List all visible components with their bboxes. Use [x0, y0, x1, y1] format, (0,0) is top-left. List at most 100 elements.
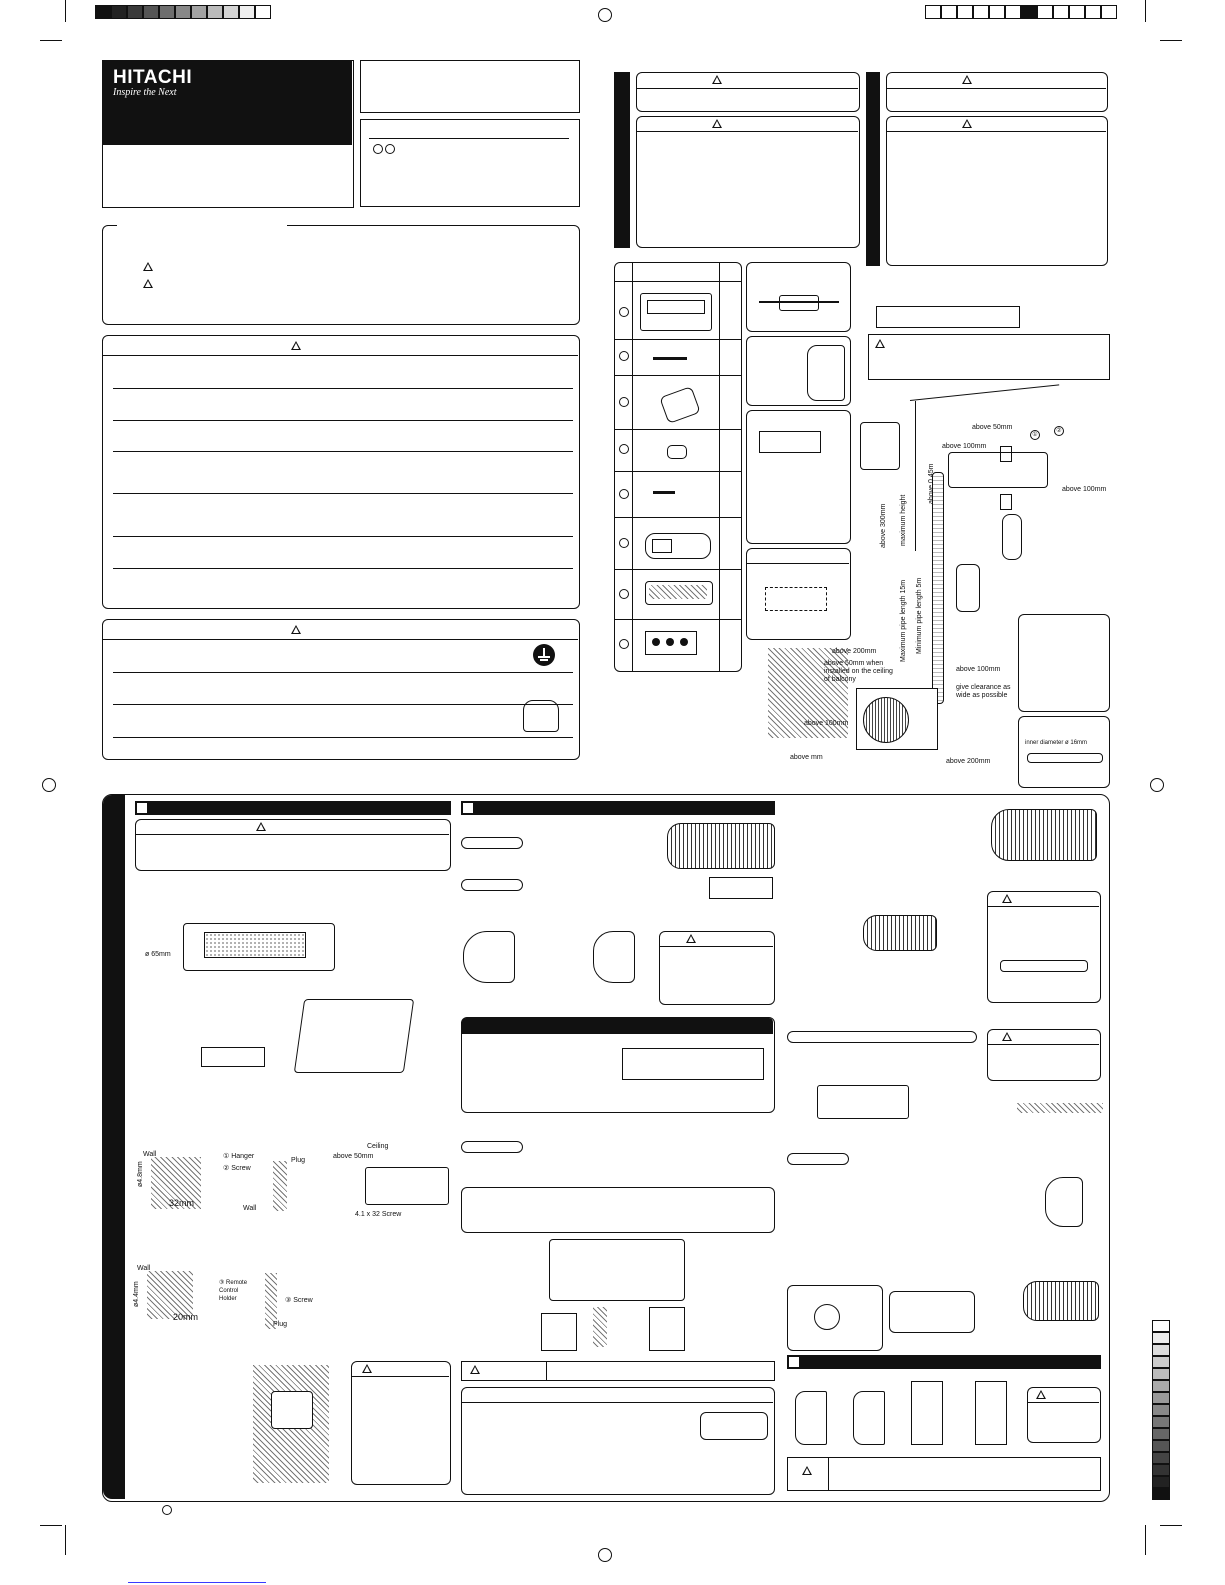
- mounting-plate-drawing: [183, 923, 335, 971]
- wall-section: [147, 1271, 193, 1319]
- rule: [103, 355, 578, 356]
- color-swatch: [973, 5, 989, 19]
- step-label: [461, 837, 523, 849]
- precautions-panel: [102, 225, 580, 325]
- col3-warning-strip: [787, 1457, 1101, 1491]
- caution-icon: [1002, 894, 1012, 905]
- rule: [113, 568, 573, 569]
- parts-table: [614, 262, 742, 672]
- col3-detail-box: [787, 1285, 883, 1351]
- color-swatch: [941, 5, 957, 19]
- rule: [462, 1402, 773, 1403]
- right-note-box: [1018, 614, 1110, 712]
- unit-icon: [759, 431, 821, 453]
- rule: [887, 88, 1106, 89]
- caution-icon: [875, 339, 885, 350]
- rule: [637, 88, 858, 89]
- plate-perspective-drawing: [293, 999, 415, 1073]
- warning-icon: [143, 262, 153, 273]
- label-plug: Plug: [291, 1157, 306, 1164]
- label-inner-diameter: inner diameter ø 16mm: [1025, 740, 1088, 746]
- label-above-50-ceiling: above 50mm: [333, 1153, 374, 1160]
- label-screw: ② Screw: [223, 1165, 251, 1172]
- caution-icon: [962, 119, 972, 130]
- rule: [113, 420, 573, 421]
- battery-icon: [667, 445, 687, 459]
- rule: [113, 493, 573, 494]
- unit-side-box: [746, 336, 851, 406]
- part-number-icon: [619, 538, 629, 548]
- title-box: [876, 306, 1020, 328]
- label-plug-2: Plug: [273, 1321, 288, 1328]
- color-swatch: [1152, 1464, 1170, 1476]
- caution-icon: [686, 934, 696, 945]
- pipe-route-drawing: [975, 1381, 1007, 1445]
- coil-icon: [814, 1304, 840, 1330]
- notes-box: [360, 119, 580, 207]
- col2-warning-strip: [461, 1361, 775, 1381]
- pipe-icon: [759, 301, 839, 303]
- holder-icon: [659, 386, 701, 424]
- registration-target: [598, 1548, 612, 1562]
- refrigerant-pipe: [932, 472, 944, 704]
- color-swatch: [1069, 5, 1085, 19]
- step-label: [787, 1153, 849, 1165]
- color-swatch: [1152, 1380, 1170, 1392]
- color-swatch: [1101, 5, 1117, 19]
- row-divider: [615, 569, 741, 570]
- left-color-bar: [95, 5, 271, 19]
- label-above-200-top: above 200mm: [832, 648, 877, 655]
- part-number-icon: [619, 639, 629, 649]
- rule: [103, 639, 578, 640]
- caution-icon: [362, 1364, 372, 1375]
- part-number-icon: [619, 444, 629, 454]
- pipe-route-drawing: [911, 1381, 943, 1445]
- crop-mark: [65, 1525, 66, 1555]
- crop-mark: [1160, 1525, 1182, 1526]
- safety-box-2: [636, 116, 860, 248]
- dimension-drawing: [765, 587, 827, 611]
- label-wall-2: Wall: [243, 1205, 257, 1212]
- crop-mark: [40, 40, 62, 41]
- part-number-icon: [619, 351, 629, 361]
- rule: [887, 131, 1106, 132]
- rule: [747, 563, 849, 564]
- fan-grille-icon: [863, 697, 909, 743]
- safety-box-4: [886, 116, 1108, 266]
- ceiling-line: [909, 384, 1060, 401]
- registration-target: [1150, 778, 1164, 792]
- caution-icon: [1036, 1390, 1046, 1401]
- remote-holder-icon: [956, 564, 980, 612]
- row-divider: [615, 375, 741, 376]
- col3-caution-box-2: [987, 1029, 1101, 1081]
- label-above-100-top: above 100mm: [942, 443, 987, 450]
- warning-panel: [102, 335, 580, 609]
- rule: [1028, 1402, 1099, 1403]
- crop-mark: [1145, 1525, 1146, 1555]
- coupler-icon: [779, 295, 819, 311]
- rule: [988, 906, 1099, 907]
- color-swatch: [191, 5, 207, 19]
- step-header-pill: [787, 1031, 977, 1043]
- col2-final-box: [461, 1387, 775, 1495]
- caution-panel: [102, 619, 580, 760]
- color-swatch: [1152, 1344, 1170, 1356]
- section-header-1: [135, 801, 451, 815]
- outdoor-caution-box: [868, 334, 1110, 380]
- unit-underside-drawing: [549, 1239, 685, 1301]
- crop-mark: [1160, 40, 1182, 41]
- earth-icon: [533, 644, 555, 666]
- label-above-mm: above mm: [790, 754, 823, 761]
- rule: [352, 1376, 449, 1377]
- note-box: [201, 1047, 265, 1067]
- mark-icon: [385, 144, 395, 154]
- label-balcony: above 50mm when installed on the ceiling…: [824, 660, 893, 683]
- color-swatch: [95, 5, 111, 19]
- info-header: [462, 1018, 773, 1034]
- pipe-block-drawing: [593, 1307, 607, 1347]
- color-swatch: [1053, 5, 1069, 19]
- label-above-300mm: above 300mm: [880, 503, 887, 548]
- part-number-icon: [619, 589, 629, 599]
- mark-icon: [373, 144, 383, 154]
- brand-panel: HITACHI Inspire the Next: [102, 60, 354, 208]
